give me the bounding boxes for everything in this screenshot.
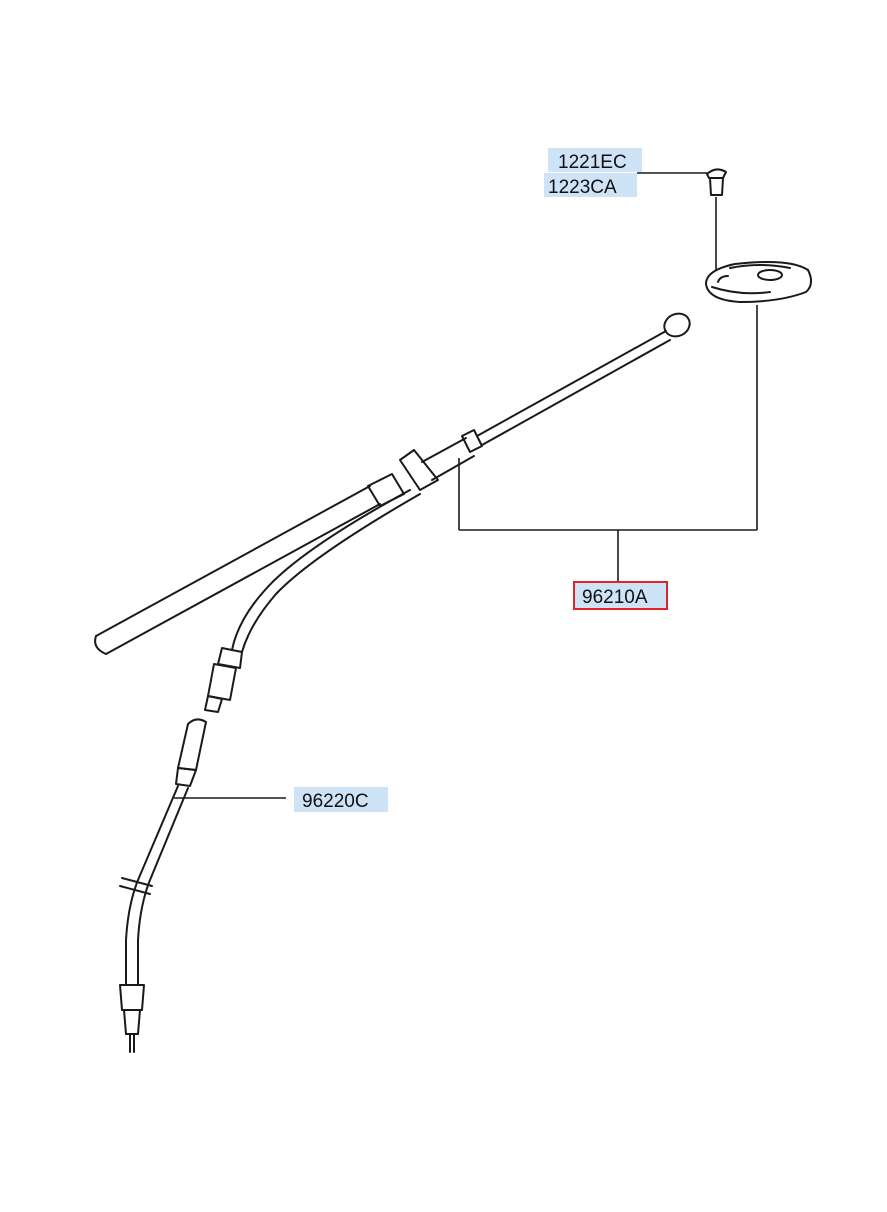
label-96220C[interactable]: 96220C (294, 787, 388, 812)
feeder-cable (119, 718, 286, 1053)
antenna-cable (204, 489, 421, 713)
antenna-assy-leader (458, 305, 758, 582)
label-1221EC[interactable]: 1221EC (548, 148, 642, 173)
label-1223CA-text: 1223CA (548, 177, 617, 198)
label-96210A-text: 96210A (582, 587, 648, 608)
label-96220C-text: 96220C (302, 791, 369, 812)
antenna-mount-base (705, 261, 812, 303)
screw-part (706, 168, 727, 270)
label-1221EC-text: 1221EC (558, 152, 627, 173)
label-1223CA[interactable]: 1223CA (544, 173, 637, 198)
label-96210A[interactable]: 96210A (573, 581, 668, 610)
